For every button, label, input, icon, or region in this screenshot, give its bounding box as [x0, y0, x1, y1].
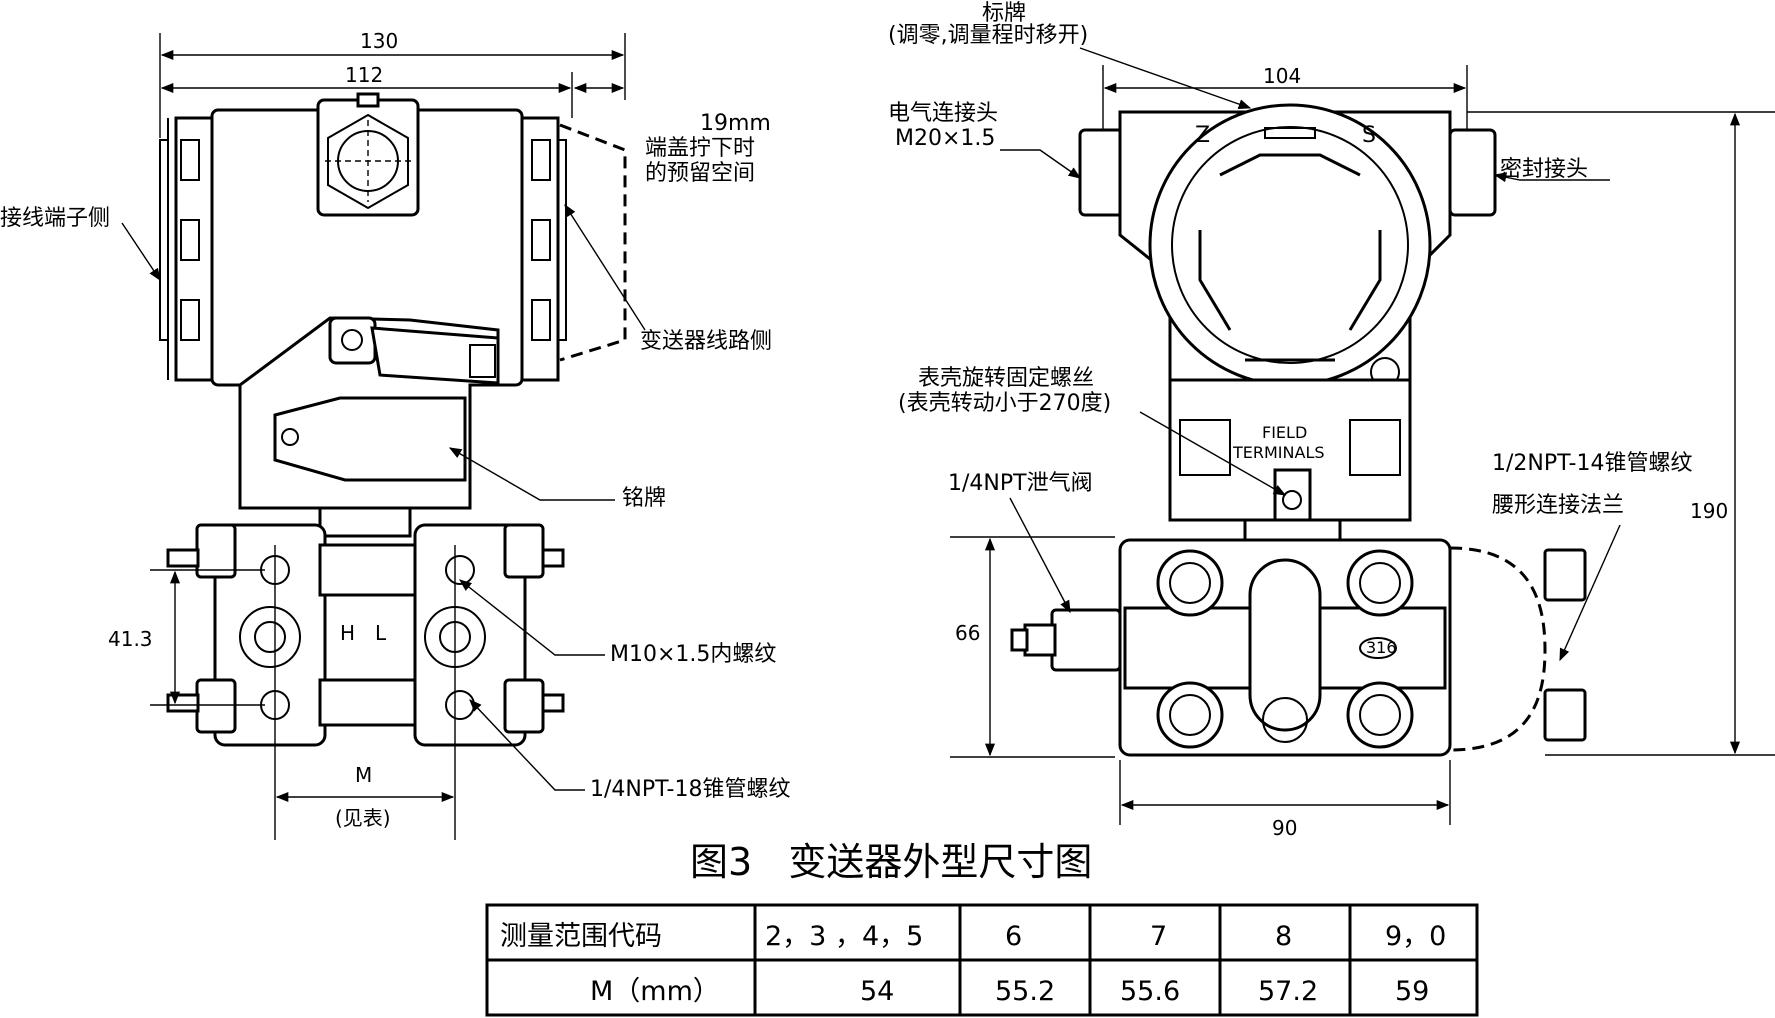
clearance-note-line2: 端盖拧下时	[645, 136, 755, 161]
dim-m-note: (见表)	[335, 806, 391, 830]
dim-66-label: 66	[955, 621, 980, 645]
clearance-outline	[559, 123, 627, 362]
plate-note: (调零,调量程时移开)	[888, 23, 1088, 48]
zero-mark: Z	[1195, 123, 1210, 148]
dimension-m: M (见表)	[275, 763, 455, 830]
table-code-cell: 8	[1275, 921, 1292, 952]
figure-title: 图3 变送器外型尺寸图	[690, 840, 1092, 884]
m10-thread-label: M10×1.5内螺纹	[610, 642, 776, 667]
electrical-connector-label: 电气连接头	[888, 101, 998, 126]
dimension-112: 112	[160, 63, 625, 118]
table-code-cell: 6	[1005, 921, 1022, 952]
table-m-cell: 57.2	[1258, 976, 1318, 1007]
terminal-side-label: 接线端子侧	[0, 206, 110, 231]
table-m-cell: 55.2	[995, 976, 1055, 1007]
dimension-104: 104	[1102, 64, 1468, 140]
table-row-label: M（mm）	[590, 976, 720, 1007]
npt18-thread-label: 1/4NPT-18锥管螺纹	[590, 777, 790, 802]
clearance-note: 19mm 端盖拧下时 的预留空间	[645, 111, 771, 186]
vent-valve-label: 1/4NPT泄气阀	[948, 471, 1093, 496]
dim-104-label: 104	[1263, 64, 1301, 88]
dim-m-label: M	[355, 763, 372, 787]
dimension-190: 190	[1467, 111, 1775, 756]
left-view: 130 112	[0, 29, 790, 840]
dimension-130: 130	[159, 29, 626, 138]
dimension-41-3: 41.3	[108, 569, 265, 706]
clearance-note-line3: 的预留空间	[645, 161, 755, 186]
housing-screw-label: 表壳旋转固定螺丝	[918, 366, 1094, 391]
right-housing: Z S FIELD TERMINALS	[1078, 103, 1497, 542]
left-flange: H L	[166, 506, 565, 840]
table-m-cell: 54	[860, 976, 894, 1007]
table-m-cell: 55.6	[1120, 976, 1180, 1007]
circuit-side-label: 变送器线路侧	[640, 329, 772, 354]
left-neck	[238, 316, 500, 510]
clearance-note-line1: 19mm	[700, 111, 771, 136]
dim-112-label: 112	[345, 63, 383, 87]
field-terminals-line2: TERMINALS	[1232, 443, 1325, 462]
table-code-cell: 9，0	[1385, 921, 1446, 952]
dim-90-label: 90	[1272, 816, 1297, 840]
dimension-66: 66	[950, 536, 1115, 758]
housing-screw-note: (表壳转动小于270度)	[898, 391, 1111, 416]
dim-190-label: 190	[1690, 499, 1728, 523]
dim-41-3-label: 41.3	[108, 627, 153, 651]
right-flange-body: 316	[1010, 538, 1587, 757]
left-callouts: 接线端子侧 变送器线路侧 铭牌 M10×1.5内螺纹 1/4NPT-18锥管螺纹	[0, 203, 790, 802]
seal-connector-label: 密封接头	[1500, 157, 1588, 182]
electrical-connector-spec: M20×1.5	[895, 126, 995, 151]
material-mark: 316	[1366, 638, 1397, 657]
right-view: 标牌 (调零,调量程时移开) 104 Z S	[888, 1, 1775, 840]
m-dimension-table: 测量范围代码 M（mm） 2，3 ，4，5 6 7 8 9，0 54 55.2 …	[485, 903, 1479, 1017]
table-header-label: 测量范围代码	[500, 921, 662, 952]
dim-130-label: 130	[360, 29, 398, 53]
left-housing	[159, 92, 567, 387]
table-code-cell: 7	[1150, 921, 1167, 952]
dimension-90: 90	[1119, 760, 1451, 840]
high-pressure-label: H	[340, 621, 355, 645]
npt14-thread-label: 1/2NPT-14锥管螺纹	[1492, 451, 1692, 476]
kidney-flange-label: 腰形连接法兰	[1492, 493, 1624, 518]
plate-label: 标牌	[982, 1, 1026, 26]
span-mark: S	[1362, 123, 1376, 148]
field-terminals-line1: FIELD	[1262, 423, 1307, 442]
right-callouts: 电气连接头 M20×1.5 密封接头 表壳旋转固定螺丝 (表壳转动小于270度)…	[888, 101, 1692, 662]
table-m-cell: 59	[1395, 976, 1429, 1007]
low-pressure-label: L	[375, 621, 387, 645]
table-code-cell: 2，3 ，4，5	[765, 921, 923, 952]
nameplate-label: 铭牌	[622, 486, 666, 511]
